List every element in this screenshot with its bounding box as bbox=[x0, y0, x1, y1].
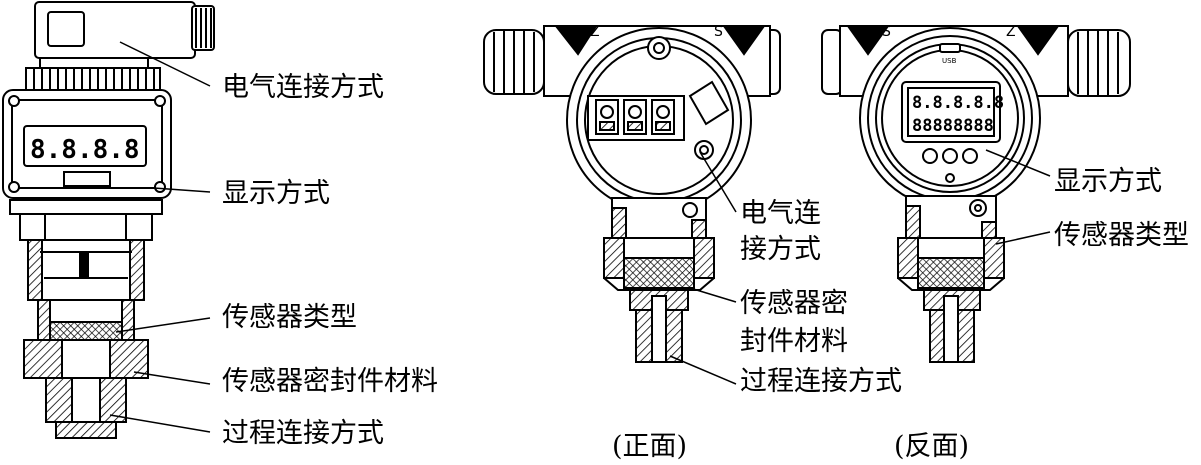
back-view-transmitter bbox=[821, 25, 1131, 363]
usb-port-label: USB bbox=[942, 57, 957, 65]
front-label-electrical-line2: 接方式 bbox=[740, 234, 821, 265]
front-label-electrical-line1: 电气连 bbox=[740, 198, 821, 229]
label-sensor-type: 传感器类型 bbox=[222, 302, 357, 333]
back-label-sensor-type: 传感器类型 bbox=[1054, 220, 1189, 251]
back-zone-right-mark: Z bbox=[1006, 24, 1016, 40]
label-sensor-seal-material: 传感器密封件材料 bbox=[222, 366, 438, 397]
caption-back: (反面) bbox=[894, 431, 969, 462]
caption-front: (正面) bbox=[612, 431, 687, 462]
front-view-transmitter bbox=[483, 25, 781, 363]
left-lower-body bbox=[9, 199, 163, 439]
front-label-seal-line2: 封件材料 bbox=[740, 326, 848, 357]
left-display-digits: 8.8.8.8 bbox=[30, 135, 140, 165]
back-leader-lines bbox=[985, 149, 1051, 245]
back-display-digits-top: 8.8.8.8.8 bbox=[912, 93, 1004, 113]
back-zone-left-mark: S bbox=[882, 24, 891, 40]
connector-plug bbox=[34, 1, 215, 69]
back-display-digits-bottom: 88888888 bbox=[912, 116, 994, 136]
left-transmitter: 8.8.8.8 bbox=[2, 1, 215, 439]
label-display-mode: 显示方式 bbox=[222, 178, 330, 209]
cooling-ribs bbox=[25, 67, 161, 91]
front-cable-gland-left bbox=[483, 29, 545, 95]
front-label-process: 过程连接方式 bbox=[740, 366, 902, 397]
display-housing bbox=[2, 89, 172, 199]
back-label-display-mode: 显示方式 bbox=[1054, 166, 1162, 197]
label-process-connection: 过程连接方式 bbox=[222, 418, 384, 449]
front-label-seal-line1: 传感器密 bbox=[740, 288, 848, 319]
front-leader-lines bbox=[669, 151, 737, 385]
label-electrical-connection: 电气连接方式 bbox=[222, 72, 384, 103]
back-cable-gland-right bbox=[1067, 29, 1131, 97]
front-zone-right-mark: S bbox=[714, 24, 723, 40]
left-leader-lines bbox=[109, 41, 211, 433]
front-zone-left-mark: Z bbox=[590, 24, 600, 40]
